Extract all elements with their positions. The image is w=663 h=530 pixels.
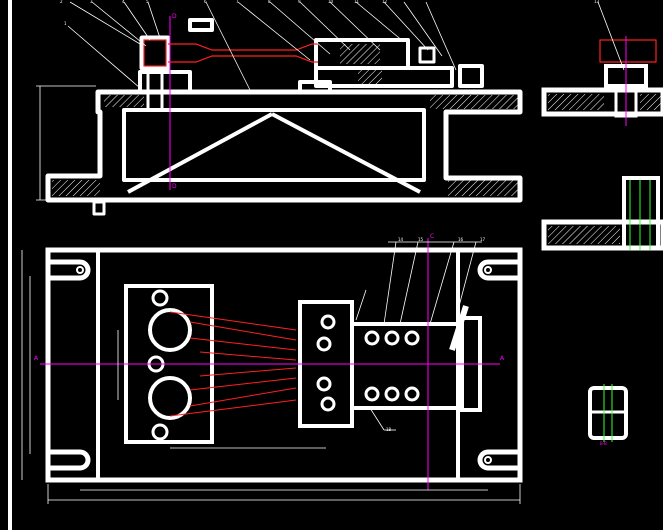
plan-view-hole-4: [320, 314, 336, 330]
front-view-hatch-right-foot: [448, 180, 518, 196]
plan-view-hole-5: [316, 336, 332, 352]
side-view-lower-base: [541, 219, 663, 251]
plan-view-slot-top-left: [48, 259, 91, 281]
callout-6: 6: [204, 0, 207, 4]
side-view-leader: [597, 1, 625, 71]
callout-1: 1: [64, 21, 67, 26]
plan-view-hole-3: [151, 423, 169, 441]
plan-view-corner-hole-3: [484, 456, 492, 464]
plan-view-slot-bottom-right: [477, 449, 520, 471]
section-mark-a-right: A: [500, 355, 505, 362]
front-view-red-linkage: [143, 39, 318, 67]
callout-4: 4: [122, 0, 125, 4]
callout-3: 3: [90, 0, 93, 4]
front-view-small-bolt: [418, 46, 436, 64]
section-mark-d-bottom: D: [172, 183, 177, 190]
callout-15: 15: [418, 237, 424, 242]
front-view-foot-bolt: [92, 200, 106, 216]
callout-16: 16: [458, 237, 464, 242]
plan-view-roller-3: [404, 330, 420, 346]
side-view-lower-block: [622, 176, 660, 250]
section-mark-c-top: C: [430, 233, 435, 240]
plan-view-corner-hole-1: [76, 266, 84, 274]
plan-view-bore-bottom: [148, 376, 192, 420]
front-view-clamp-head: [139, 35, 171, 71]
front-view-base-body: [45, 89, 523, 203]
side-view-red-top: [599, 39, 657, 63]
front-view-rib-right: [271, 112, 421, 194]
plan-view-corner-hole-2: [484, 266, 492, 274]
callout-8: 8: [268, 0, 271, 4]
callout-7: 7: [236, 0, 239, 4]
front-view-hatch-slider-lower: [358, 68, 382, 86]
front-view-handle: [188, 18, 214, 32]
plan-view-slot-top-right: [477, 259, 520, 281]
front-view-hatch-slider: [340, 44, 380, 64]
section-mark-d-top: D: [172, 13, 177, 20]
plan-view-slot-bottom-left: [48, 449, 91, 471]
front-view-rib-left: [127, 112, 273, 194]
plan-view-dimension-lines: [21, 241, 521, 504]
front-view-hatch-top-left: [104, 95, 144, 107]
drawing-frame-left-border: [8, 0, 12, 530]
side-view: [541, 64, 663, 251]
callout-5: 5: [146, 0, 149, 4]
plan-view-roller-2: [384, 330, 400, 346]
side-view-hatch-lower: [548, 226, 620, 244]
front-view-slider-lower: [314, 66, 454, 88]
callout-17: 17: [480, 237, 486, 242]
front-view-hatch-left-foot: [52, 180, 100, 196]
front-view-top-platform: [138, 70, 332, 92]
plan-view-roller-4: [364, 386, 380, 402]
front-view-leader-lines: [36, 1, 457, 201]
front-view-clamp-post: [146, 66, 164, 112]
plan-view: [45, 247, 523, 483]
plan-view-hole-1: [151, 289, 169, 307]
front-view-right-knob: [458, 64, 484, 88]
plan-view-bore-top: [148, 308, 192, 352]
front-view-hatch-top-right: [430, 95, 518, 109]
detail-b-b: [588, 386, 628, 440]
plan-view-roller-6: [404, 386, 420, 402]
plan-view-hole-6: [316, 376, 332, 392]
front-view: [45, 18, 523, 216]
callout-9: 9: [298, 0, 301, 4]
plan-view-roller-5: [384, 386, 400, 402]
plan-view-hole-7: [320, 396, 336, 412]
side-view-hatch-right: [640, 94, 663, 110]
side-view-hatch-left: [548, 94, 604, 110]
plan-view-lever: [449, 305, 469, 351]
front-view-base-cavity: [122, 108, 426, 182]
detail-b-b-label: B-B: [600, 441, 607, 446]
plan-view-red-lines: [169, 311, 297, 417]
side-view-body: [541, 87, 663, 117]
section-mark-a-left: A: [34, 355, 39, 362]
plan-view-base-plate: [45, 247, 523, 483]
callout-18: 18: [386, 427, 392, 432]
plan-view-roller-1: [364, 330, 380, 346]
callout-10: 10: [328, 0, 334, 4]
callout-11: 11: [354, 0, 360, 4]
side-view-green-lines: [629, 180, 651, 250]
callout-12: 12: [382, 0, 388, 4]
plan-view-bores: [76, 266, 492, 464]
callout-13: 13: [594, 0, 600, 4]
callout-14: 14: [398, 237, 404, 242]
callout-2: 2: [60, 0, 63, 4]
detail-b-b-green-lines: [603, 384, 613, 442]
